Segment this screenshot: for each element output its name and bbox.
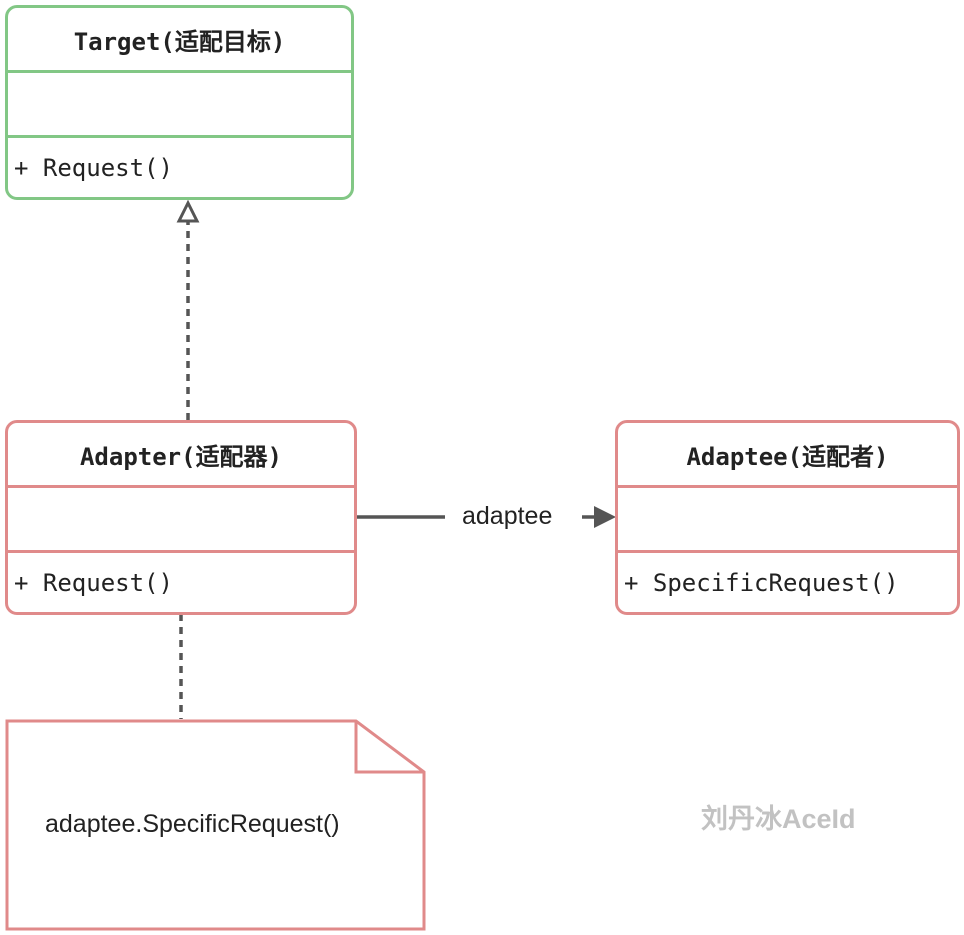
adapter-class[interactable]: Adapter(适配器) + Request() [5,420,357,615]
adapter-attributes-section [8,485,354,550]
target-method: + Request() [8,135,351,197]
note-text: adaptee.SpecificRequest() [45,810,340,838]
association-label: adaptee [462,502,553,530]
adapter-method: + Request() [8,550,354,612]
realization-arrowhead [176,199,200,223]
adaptee-class-title: Adaptee(适配者) [686,442,889,471]
watermark-text: 刘丹冰AceId [701,804,856,834]
adaptee-attributes-section [618,485,957,550]
target-attributes-section [8,70,351,135]
note-fold [354,721,424,774]
target-class-title: Target(适配目标) [73,27,286,56]
adaptee-method: + SpecificRequest() [618,550,957,612]
note-shape [5,719,426,931]
association-arrowhead [594,506,616,528]
target-class[interactable]: Target(适配目标) + Request() [5,5,354,200]
adapter-class-title: Adapter(适配器) [79,442,283,471]
adaptee-class[interactable]: Adaptee(适配者) + SpecificRequest() [615,420,960,615]
